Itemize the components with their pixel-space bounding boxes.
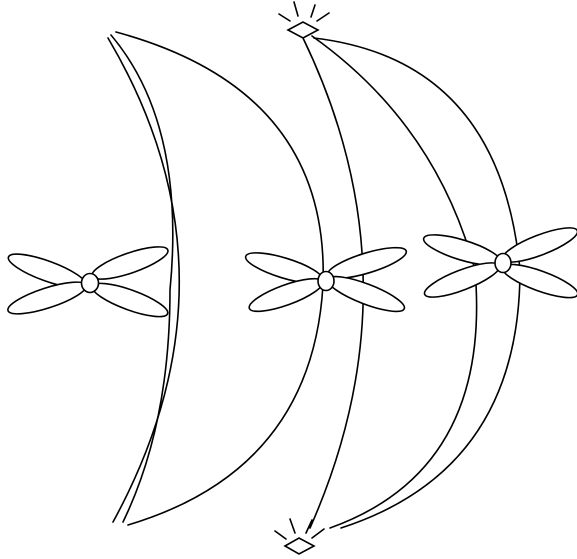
propeller-middle-hub [318, 272, 334, 291]
propeller-left-hub [82, 274, 99, 293]
propeller-right-hub [495, 254, 511, 273]
